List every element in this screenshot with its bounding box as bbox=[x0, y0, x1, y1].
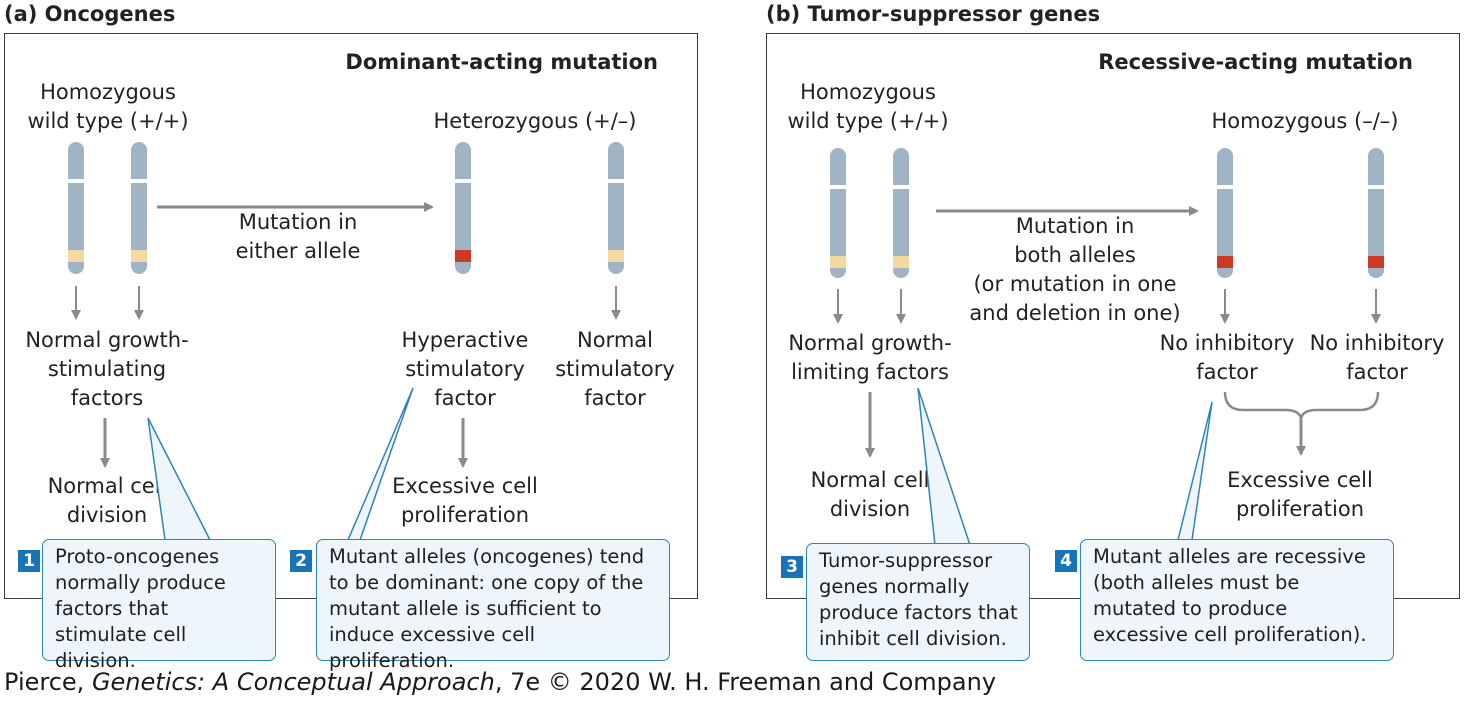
callout-1-badge: 1 bbox=[18, 550, 40, 572]
panel-a-left-genotype: Homozygous wild type (+/+) bbox=[27, 80, 189, 133]
callout-3-pointer bbox=[917, 387, 972, 546]
panel-a-normal-product: Normal growth- stimulating factors bbox=[25, 328, 189, 410]
credit-prefix: Pierce, bbox=[4, 668, 92, 696]
panel-b-excessive-outcome: Excessive cell proliferation bbox=[1227, 468, 1373, 521]
panel-b-title: (b) Tumor-suppressor genes bbox=[766, 2, 1101, 26]
panel-b-heading: Recessive-acting mutation bbox=[1098, 50, 1413, 74]
panel-b-left-genotype: Homozygous wild type (+/+) bbox=[787, 80, 949, 133]
callout-3: Tumor-suppressor genes normally produce … bbox=[806, 543, 1030, 661]
panel-b-no-inhibitory-factor-2: No inhibitory factor bbox=[1309, 331, 1445, 384]
panel-a-excessive-outcome: Excessive cell proliferation bbox=[392, 474, 538, 527]
panel-a-normal-stimulatory-product: Normal stimulatory factor bbox=[555, 328, 675, 410]
callout-4-badge: 4 bbox=[1055, 550, 1077, 572]
callout-3-badge: 3 bbox=[781, 556, 803, 578]
callout-2-text: Mutant alleles (oncogenes) tend to be do… bbox=[329, 545, 645, 672]
panel-b-right-genotype: Homozygous (–/–) bbox=[1211, 109, 1399, 133]
callout-2-badge: 2 bbox=[290, 550, 312, 572]
merge-bracket bbox=[1223, 391, 1380, 421]
chromosome-b4-mutant bbox=[1368, 148, 1384, 278]
chromosome-a4 bbox=[608, 142, 624, 274]
chromosome-b3-mutant bbox=[1217, 148, 1233, 278]
credit-suffix: , 7e © 2020 W. H. Freeman and Company bbox=[494, 668, 997, 696]
panel-a-hyperactive-product: Hyperactive stimulatory factor bbox=[401, 328, 529, 410]
credit-line: Pierce, Genetics: A Conceptual Approach,… bbox=[4, 668, 996, 696]
callout-2: Mutant alleles (oncogenes) tend to be do… bbox=[316, 539, 670, 672]
callout-4-pointer bbox=[1177, 401, 1213, 541]
panel-a-heading: Dominant-acting mutation bbox=[345, 50, 658, 74]
callout-4-text: Mutant alleles are recessive (both allel… bbox=[1093, 545, 1367, 646]
callout-3-text: Tumor-suppressor genes normally produce … bbox=[819, 549, 1018, 650]
panel-b-normal-product: Normal growth- limiting factors bbox=[788, 331, 952, 384]
callout-2-pointer bbox=[346, 387, 414, 541]
chromosome-a3-mutant bbox=[455, 142, 471, 274]
chromosome-a2 bbox=[131, 142, 147, 274]
chromosome-b1 bbox=[830, 148, 846, 278]
callout-4: Mutant alleles are recessive (both allel… bbox=[1080, 539, 1394, 661]
credit-book-title: Genetics: A Conceptual Approach bbox=[91, 668, 495, 696]
callout-1-pointer bbox=[147, 417, 212, 541]
panel-a-title: (a) Oncogenes bbox=[4, 2, 176, 26]
panel-a-right-genotype: Heterozygous (+/–) bbox=[433, 109, 637, 133]
panel-a-mutation-label: Mutation in either allele bbox=[235, 210, 361, 263]
chromosome-a1 bbox=[68, 142, 84, 274]
callout-1: Proto-oncogenes normally produce factors… bbox=[42, 539, 276, 672]
panel-b-no-inhibitory-factor-1: No inhibitory factor bbox=[1159, 331, 1295, 384]
callout-1-text: Proto-oncogenes normally produce factors… bbox=[55, 545, 226, 672]
chromosome-b2 bbox=[893, 148, 909, 278]
panel-b-mutation-label: Mutation in both alleles (or mutation in… bbox=[969, 214, 1181, 325]
panel-b-normal-outcome: Normal cell division bbox=[810, 468, 930, 521]
